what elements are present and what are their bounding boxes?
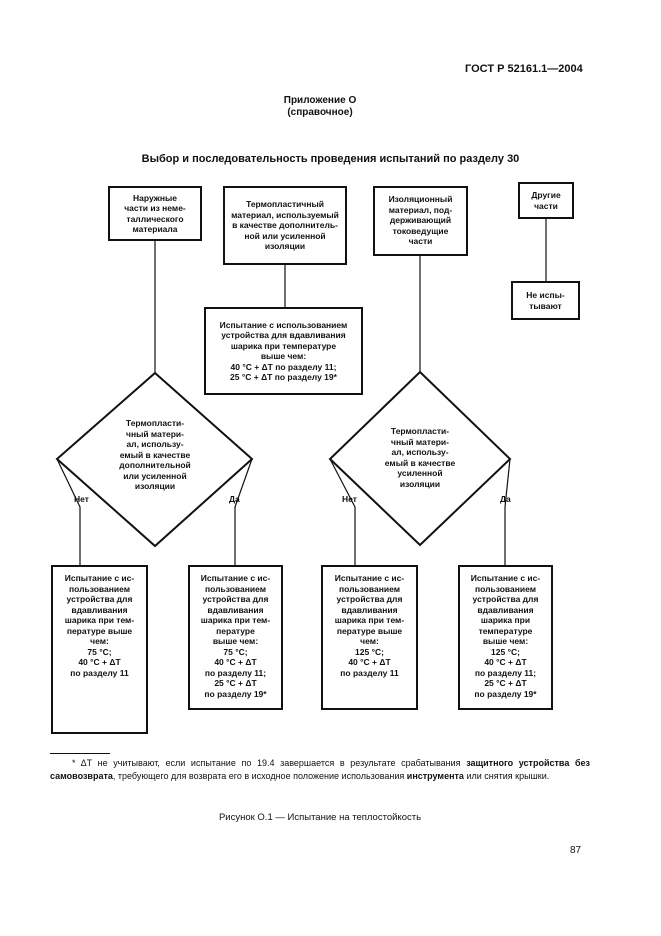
standard-number: ГОСТ Р 52161.1—2004 bbox=[465, 63, 583, 75]
branch-yes-left: Да bbox=[229, 494, 240, 504]
footnote-divider bbox=[50, 753, 110, 754]
footnote-mark: * bbox=[72, 758, 76, 768]
branch-yes-right: Да bbox=[500, 494, 511, 504]
box-result-2: Испытание с ис- пользованием устройства … bbox=[188, 565, 283, 710]
box-result-1: Испытание с ис- пользованием устройства … bbox=[51, 565, 148, 734]
decision-diamond-left bbox=[55, 371, 254, 548]
footnote-term-tool: инструмента bbox=[406, 771, 464, 781]
connector-line bbox=[56, 458, 81, 565]
connector-line bbox=[329, 458, 356, 565]
connector-line bbox=[504, 458, 511, 565]
box-result-4: Испытание с ис- пользованием устройства … bbox=[458, 565, 553, 710]
box-thermoplastic-material: Термопластичный материал, используемый в… bbox=[223, 186, 347, 265]
footnote-text: или снятия крышки. bbox=[463, 771, 550, 781]
decision-diamond-right bbox=[328, 370, 512, 547]
box-not-tested: Не испы- тывают bbox=[511, 281, 580, 320]
page-number: 87 bbox=[570, 845, 582, 856]
box-nonmetal-parts: Наружные части из неме- таллического мат… bbox=[108, 186, 202, 241]
branch-no-right: Нет bbox=[342, 494, 357, 504]
annex-label: Приложение О bbox=[283, 95, 357, 106]
box-result-3: Испытание с ис- пользованием устройства … bbox=[321, 565, 418, 710]
footnote-text: ΔT не учитывают, если испытание по 19.4 … bbox=[75, 758, 467, 768]
annex-heading: Приложение О (справочное) bbox=[220, 95, 420, 119]
footnote-text: , требующего для возврата его в исходное… bbox=[112, 771, 407, 781]
footnote-term-protective-device: защитного устройства без самовозврата bbox=[50, 758, 590, 781]
figure-caption: Рисунок О.1 — Испытание на теплостойкост… bbox=[218, 812, 422, 823]
connector-line bbox=[234, 458, 253, 565]
footnote: * ΔT не учитывают, если испытание по 19.… bbox=[50, 757, 590, 783]
box-insulating-material: Изоляционный материал, под- держивающий … bbox=[373, 186, 468, 256]
box-other-parts: Другие части bbox=[518, 182, 574, 219]
diamond-left-label: Термопласти- чный матери- ал, использу- … bbox=[119, 418, 191, 491]
annex-status: (справочное) bbox=[287, 107, 353, 118]
diagram-title: Выбор и последовательность проведения ис… bbox=[141, 153, 520, 165]
box-ball-pressure-test: Испытание с использованием устройства дл… bbox=[204, 307, 363, 395]
diamond-right-label: Термопласти- чный матери- ал, использу- … bbox=[384, 426, 456, 489]
branch-no-left: Нет bbox=[74, 494, 89, 504]
